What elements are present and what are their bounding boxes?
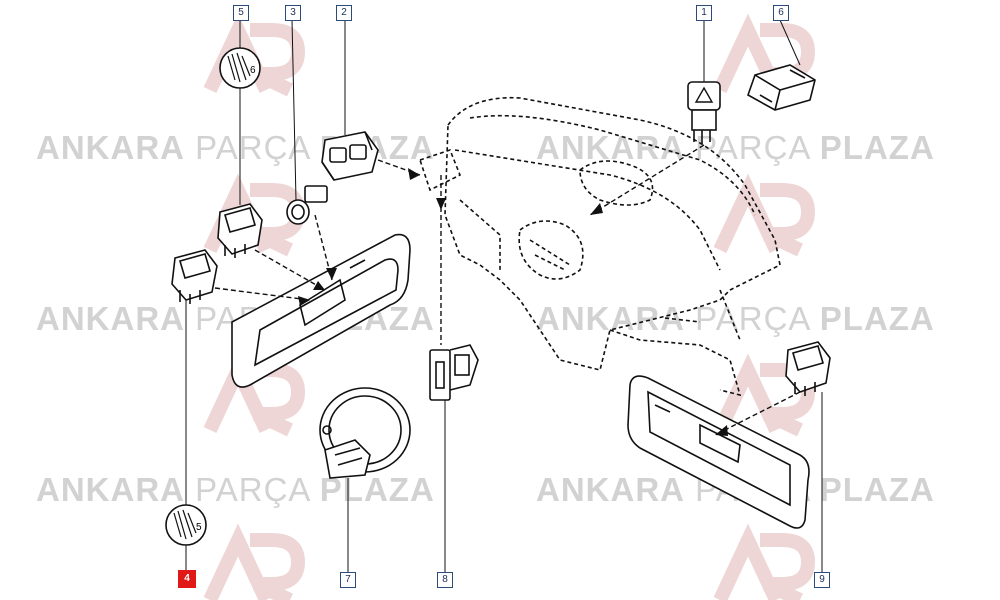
callout-8[interactable]: 8 [437, 572, 453, 588]
left-door-trim-panel [231, 233, 411, 388]
round-switch-part-3 [286, 185, 328, 225]
callout-9[interactable]: 9 [814, 572, 830, 588]
watermark-row-3-left: ANKARA PARÇA PLAZA [36, 471, 435, 508]
callout-4-selected[interactable]: 4 [178, 570, 196, 588]
window-switch-part-5 [217, 203, 263, 258]
connector-detail-bottom [165, 504, 207, 546]
callout-5[interactable]: 5 [233, 5, 249, 21]
watermark-logo-8 [720, 540, 808, 600]
right-door-trim-panel [627, 375, 810, 529]
hazard-switch-part-1 [687, 81, 721, 144]
callout-3[interactable]: 3 [285, 5, 301, 21]
callout-1[interactable]: 1 [696, 5, 712, 21]
arrow-heads [298, 168, 728, 436]
double-switch-part-2 [321, 131, 379, 181]
watermark-logo-7 [210, 540, 298, 600]
window-switch-part-9 [785, 341, 831, 396]
connector-label-bottom: 5 [196, 522, 202, 533]
callout-7[interactable]: 7 [340, 572, 356, 588]
dashboard-outline [418, 96, 781, 397]
callout-6[interactable]: 6 [773, 5, 789, 21]
leader-lines [185, 19, 823, 572]
switch-part-6 [747, 64, 816, 111]
switch-part-8 [429, 344, 479, 401]
clock-spring-part-7 [319, 387, 411, 479]
watermark-logo-4 [720, 190, 808, 250]
watermark-row-2-right: ANKARA PARÇA PLAZA [536, 300, 935, 337]
connector-label-top: 6 [250, 65, 256, 76]
window-switch-part-4 [171, 249, 218, 304]
callout-2[interactable]: 2 [336, 5, 352, 21]
watermark-row-1-right: ANKARA PARÇA PLAZA [536, 129, 935, 166]
